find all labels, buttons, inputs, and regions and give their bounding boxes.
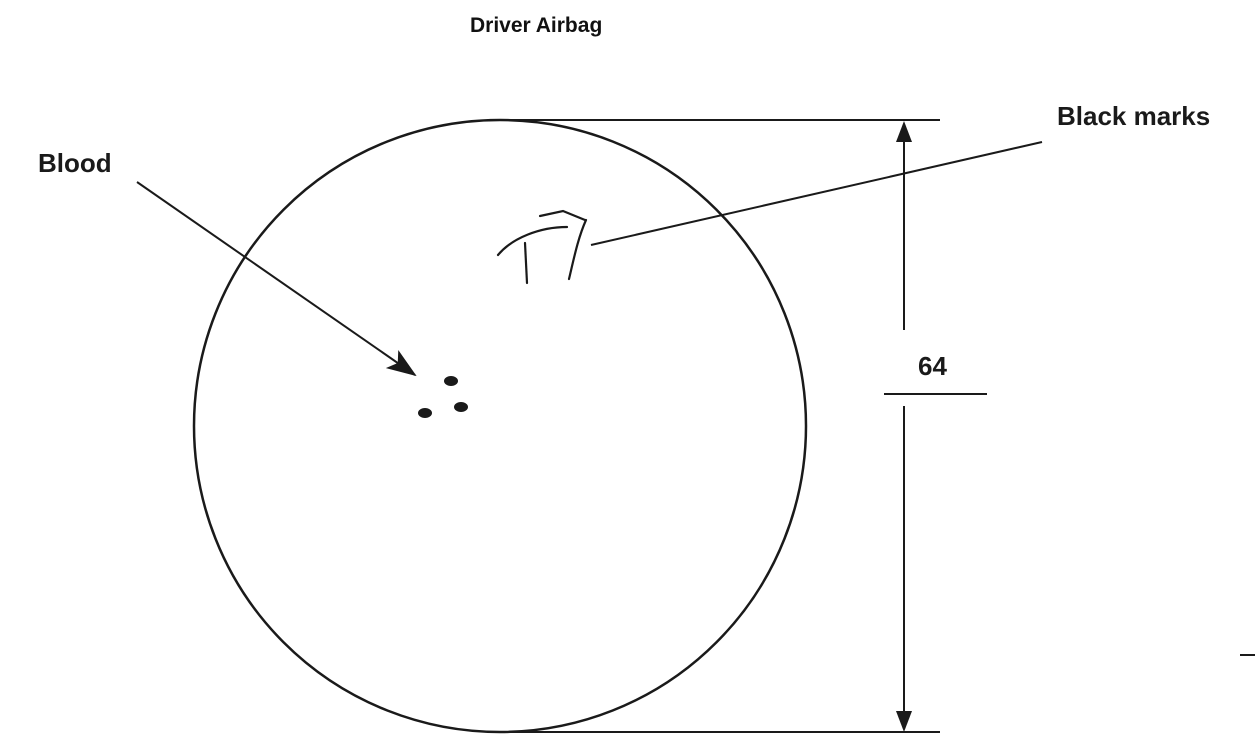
diagram-title: Driver Airbag xyxy=(470,14,603,37)
black-marks-label: Black marks xyxy=(1057,101,1211,131)
black-marks-leader-line xyxy=(590,141,1043,246)
dimension-arrow-down xyxy=(896,711,912,732)
dimension-label: 64 xyxy=(918,351,947,381)
blood-spot xyxy=(454,402,468,412)
airbag-outline xyxy=(192,118,808,734)
blood-label: Blood xyxy=(38,148,112,178)
blood-leader-arrow xyxy=(136,181,417,377)
dimension-arrow-up xyxy=(896,121,912,142)
black-marks-scribble xyxy=(496,209,588,285)
blood-spot xyxy=(418,408,432,418)
blood-spot xyxy=(444,376,458,386)
